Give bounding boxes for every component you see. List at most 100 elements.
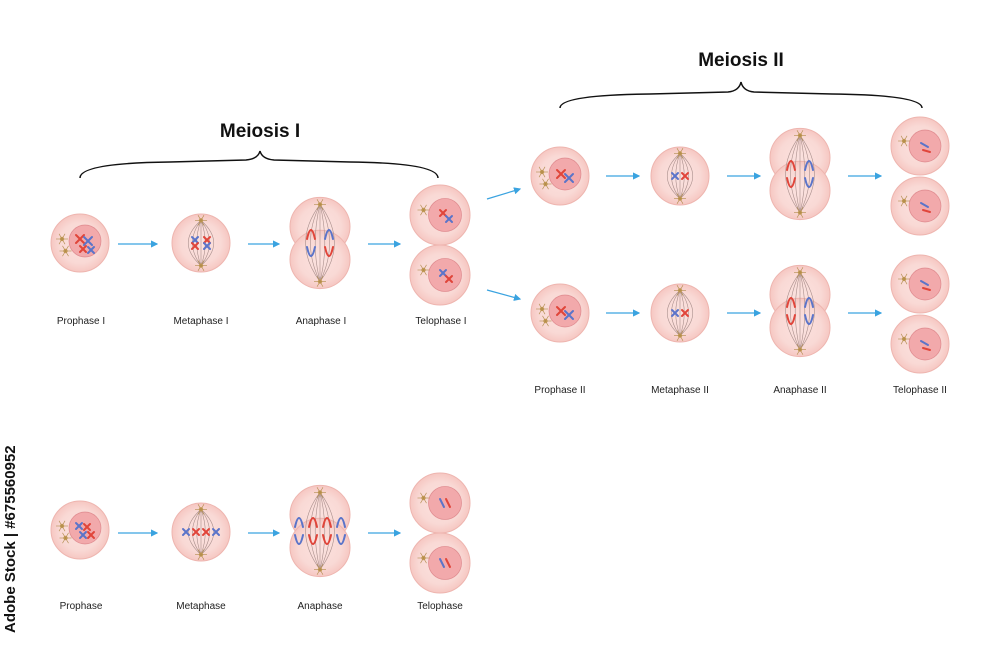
aster-ray xyxy=(319,204,324,210)
aster-ray xyxy=(676,198,681,204)
aster-ray xyxy=(420,204,424,211)
aster-ray xyxy=(62,245,66,252)
aster-ray xyxy=(541,166,546,173)
aster-ray xyxy=(903,195,908,202)
telophase-cell xyxy=(409,184,471,306)
chromosome xyxy=(804,297,814,308)
aster-ray xyxy=(61,525,66,532)
chromosome xyxy=(75,234,85,244)
chromosome xyxy=(439,269,447,277)
aster-ray xyxy=(423,209,427,216)
chromosome xyxy=(681,172,689,180)
metaphase-cell xyxy=(650,146,710,206)
aster-ray xyxy=(542,320,546,327)
aster-ray xyxy=(316,492,321,498)
label-prophase: Prophase xyxy=(59,601,103,612)
label-telophase-one: Telophase I xyxy=(415,316,467,327)
spindle-fiber xyxy=(799,135,806,213)
aster-ray xyxy=(197,265,202,271)
aster-ray xyxy=(676,148,681,154)
aster-ray xyxy=(900,200,905,207)
spindle-fiber xyxy=(310,492,321,570)
prophase-cell xyxy=(50,500,110,560)
nucleus xyxy=(428,486,462,520)
chromosome xyxy=(306,229,316,240)
spindle-fiber xyxy=(305,492,321,570)
chromosome xyxy=(920,202,929,208)
aster-ray xyxy=(676,290,681,296)
aster-ray xyxy=(900,278,905,285)
aster-ray xyxy=(62,537,66,544)
aster-ray xyxy=(197,220,202,226)
spindle-fiber xyxy=(799,272,810,350)
aster-ray xyxy=(423,552,427,559)
prophase-cell xyxy=(50,213,110,273)
aster-ray xyxy=(545,320,549,327)
spindle-fiber xyxy=(319,492,326,570)
spindle-fiber xyxy=(790,135,801,213)
aster-ray xyxy=(200,554,205,560)
aster-ray xyxy=(679,285,684,291)
aster-ray xyxy=(545,183,549,190)
chromosome xyxy=(920,280,929,286)
chromosome xyxy=(804,160,814,171)
aster-ray xyxy=(423,204,427,211)
aster-ray xyxy=(796,207,801,213)
aster-ray xyxy=(420,557,424,564)
aster-ray xyxy=(679,193,684,199)
chromosome xyxy=(83,236,93,246)
aster-ray xyxy=(903,333,908,340)
aster-ray xyxy=(676,193,681,199)
spindle-fiber xyxy=(794,135,801,213)
spindle-fiber xyxy=(305,204,321,282)
spindle-fiber xyxy=(785,272,801,350)
chromosome xyxy=(191,236,199,244)
aster-ray xyxy=(903,135,908,142)
aster-ray xyxy=(200,220,205,226)
chromosome xyxy=(308,534,318,545)
aster-ray xyxy=(900,338,905,345)
chromosome xyxy=(564,310,574,320)
chromosome xyxy=(87,246,95,254)
aster-ray xyxy=(200,504,205,510)
aster-ray xyxy=(799,135,804,141)
chromosome xyxy=(786,297,796,308)
spindle-fiber xyxy=(799,272,806,350)
chromosome xyxy=(191,242,199,250)
aster-ray xyxy=(420,497,424,504)
label-metaphase-one: Metaphase I xyxy=(173,316,229,327)
chromosome xyxy=(556,169,566,179)
chromosome xyxy=(804,177,814,188)
prophase-cell xyxy=(530,283,590,343)
chromosome xyxy=(786,177,796,188)
aster-ray xyxy=(799,212,804,218)
spindle-fiber xyxy=(666,153,681,199)
label-telophase-two: Telophase II xyxy=(893,385,947,396)
aster-ray xyxy=(900,195,905,202)
anaphase-cell xyxy=(289,484,351,578)
chromosome xyxy=(182,528,190,536)
aster-ray xyxy=(200,549,205,555)
meiosis-two-title: Meiosis II xyxy=(698,50,784,71)
telophase-cell xyxy=(409,472,471,594)
aster-ray xyxy=(903,273,908,280)
spindle-fiber xyxy=(319,204,335,282)
aster-ray xyxy=(423,497,427,504)
aster-ray xyxy=(542,178,546,185)
chromosome xyxy=(439,498,445,508)
chromosome xyxy=(922,209,931,213)
chromosome xyxy=(556,306,566,316)
aster-ray xyxy=(679,153,684,159)
spindle-fiber xyxy=(314,204,321,282)
aster-ray xyxy=(197,554,202,560)
aster-ray xyxy=(900,140,905,147)
metaphase-cell xyxy=(171,502,231,562)
spindle-fiber xyxy=(200,220,215,266)
nucleus xyxy=(428,546,462,580)
aster-ray xyxy=(538,166,543,173)
aster-ray xyxy=(545,315,549,322)
metaphase-cell xyxy=(171,213,231,273)
chromosome xyxy=(922,347,931,351)
aster-ray xyxy=(545,178,549,185)
aster-ray xyxy=(58,525,63,532)
